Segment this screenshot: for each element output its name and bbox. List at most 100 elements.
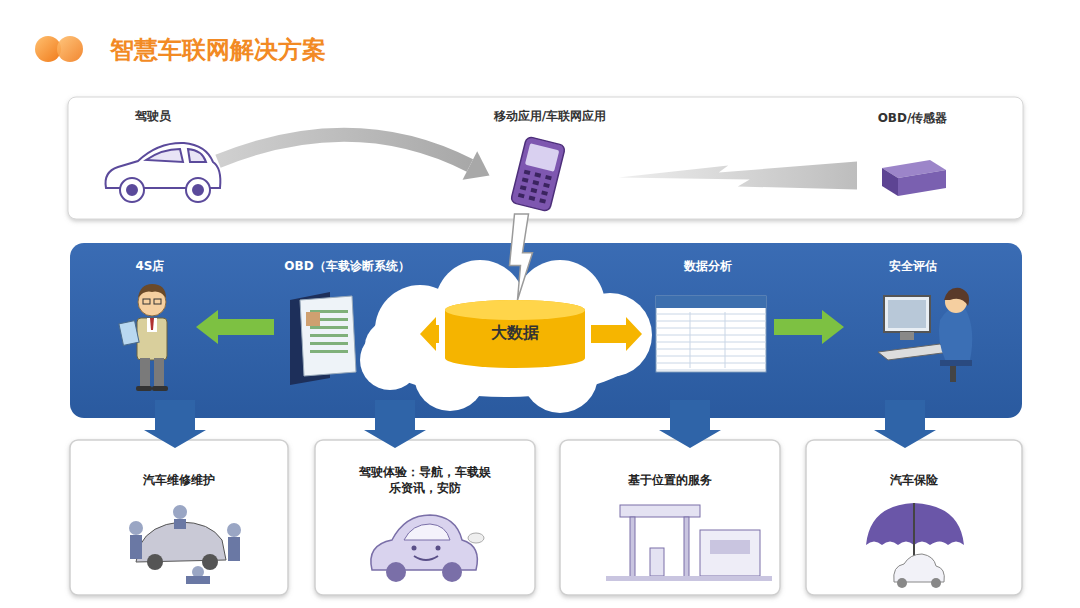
down-arrow bbox=[144, 400, 206, 448]
block-arrow bbox=[196, 310, 274, 344]
analyst-icon-part bbox=[900, 332, 914, 340]
service-box: 汽车维修维护 bbox=[70, 440, 288, 595]
car-icon-part bbox=[193, 185, 203, 195]
cylinder-top bbox=[445, 300, 585, 320]
sensor-node: OBD/传感器 bbox=[865, 106, 960, 201]
gas-station-icon-part bbox=[606, 576, 772, 581]
phone-icon bbox=[510, 136, 565, 212]
analyst-icon-part bbox=[950, 366, 956, 382]
service-box: 汽车保险 bbox=[806, 440, 1022, 595]
service-man-icon-part bbox=[138, 284, 166, 298]
top-panel bbox=[68, 97, 1023, 219]
service-man-icon-part bbox=[154, 299, 161, 304]
smiling-car-icon-part bbox=[386, 562, 406, 582]
service-man-icon bbox=[119, 284, 168, 391]
phone-icon-part bbox=[539, 198, 546, 203]
connector-arrow bbox=[510, 214, 533, 300]
driver-node: 驾驶员 bbox=[95, 104, 210, 208]
phone-icon-part bbox=[534, 172, 541, 177]
obd-device-icon-part bbox=[898, 170, 946, 196]
service-man-icon-part bbox=[150, 318, 154, 330]
service-man-icon-part bbox=[136, 386, 152, 391]
phone-icon-part bbox=[524, 170, 531, 175]
bigdata-cylinder: 大数据 bbox=[445, 300, 585, 368]
folder-icon-part bbox=[310, 350, 348, 353]
node-label: 驾驶体验：导航，车载娱乐资讯，安防 bbox=[355, 464, 495, 496]
analyst-icon-part bbox=[944, 288, 969, 306]
service-man-icon-part bbox=[152, 386, 168, 391]
app-node: 移动应用/车联网应用 bbox=[490, 104, 611, 214]
umbrella-car-icon-part bbox=[894, 554, 945, 582]
connector-arrow bbox=[591, 317, 642, 351]
phone-icon-part bbox=[532, 180, 539, 185]
mechanics-icon-part bbox=[202, 554, 218, 570]
smiling-car-icon bbox=[371, 515, 484, 582]
node-label: 数据分析 bbox=[648, 258, 768, 274]
service-man-icon-part bbox=[140, 358, 150, 388]
gas-station-icon-part bbox=[710, 540, 750, 554]
node-label: 移动应用/车联网应用 bbox=[490, 108, 611, 124]
smiling-car-icon-part bbox=[436, 546, 441, 551]
node-label: 4S店 bbox=[110, 258, 190, 274]
report-screen-icon-part bbox=[656, 296, 766, 372]
umbrella-car-icon bbox=[866, 503, 964, 588]
node-label: 驾驶员 bbox=[95, 108, 210, 124]
phone-icon-part bbox=[530, 188, 537, 193]
mechanics-icon bbox=[129, 505, 241, 584]
down-arrow bbox=[659, 400, 721, 448]
mechanics-icon-part bbox=[186, 576, 210, 584]
bottom-panels-part bbox=[560, 440, 780, 595]
phone-icon-part bbox=[545, 175, 552, 180]
cylinder-body bbox=[445, 300, 585, 368]
service-man-icon-part bbox=[154, 358, 164, 388]
report-screen-icon-part bbox=[656, 308, 766, 372]
mechanics-icon-part bbox=[228, 537, 240, 561]
phone-icon-part bbox=[529, 196, 536, 201]
gas-station-icon bbox=[606, 505, 772, 581]
curved-arrow-shaft bbox=[218, 135, 470, 166]
phone-icon-part bbox=[510, 136, 565, 212]
blue-band bbox=[70, 243, 1022, 418]
phone-icon-part bbox=[518, 193, 525, 198]
connector-arrow bbox=[218, 135, 490, 180]
obd-device-icon-part bbox=[882, 168, 898, 196]
arrow-head bbox=[463, 151, 490, 180]
connector-arrow bbox=[874, 400, 936, 448]
phone-icon-part bbox=[543, 183, 550, 188]
car-icon bbox=[106, 143, 221, 202]
signal-bolt bbox=[510, 214, 533, 300]
connector-arrow bbox=[659, 400, 721, 448]
mechanics-icon-part bbox=[227, 523, 241, 537]
connector-arrow bbox=[196, 310, 274, 344]
mechanics-icon-part bbox=[174, 519, 186, 529]
smiling-car-icon-part bbox=[371, 515, 478, 570]
folder-icon bbox=[290, 292, 356, 385]
smiling-car-icon-part bbox=[468, 533, 484, 543]
car-icon-part bbox=[186, 178, 210, 202]
connector-arrow bbox=[774, 310, 844, 344]
down-arrow bbox=[364, 400, 426, 448]
block-arrow bbox=[420, 317, 439, 351]
smiling-car-icon-part bbox=[412, 546, 417, 551]
block-arrow bbox=[591, 317, 642, 351]
phone-icon-part bbox=[522, 177, 529, 182]
analyst-icon-part bbox=[888, 300, 926, 328]
folder-icon-part bbox=[310, 326, 348, 329]
cylinder-label: 大数据 bbox=[445, 322, 585, 344]
analyst-icon-part bbox=[878, 344, 950, 360]
block-arrow bbox=[774, 310, 844, 344]
analyst-icon bbox=[878, 288, 972, 382]
mechanics-icon-part bbox=[173, 505, 187, 519]
report-screen-icon bbox=[656, 296, 766, 372]
report-screen-icon-part bbox=[725, 312, 726, 368]
title-dots-part bbox=[57, 36, 83, 62]
folder-icon-part bbox=[310, 342, 348, 345]
smiling-car-icon-part bbox=[414, 556, 438, 560]
node-label: 安全评估 bbox=[850, 258, 975, 274]
car-icon-part bbox=[146, 149, 206, 162]
folder-icon-part bbox=[306, 312, 320, 326]
node-label: OBD（车载诊断系统） bbox=[280, 258, 414, 274]
gas-station-icon-part bbox=[700, 530, 760, 576]
analyst-icon-part bbox=[884, 296, 930, 332]
signal-zigzag bbox=[619, 162, 858, 190]
